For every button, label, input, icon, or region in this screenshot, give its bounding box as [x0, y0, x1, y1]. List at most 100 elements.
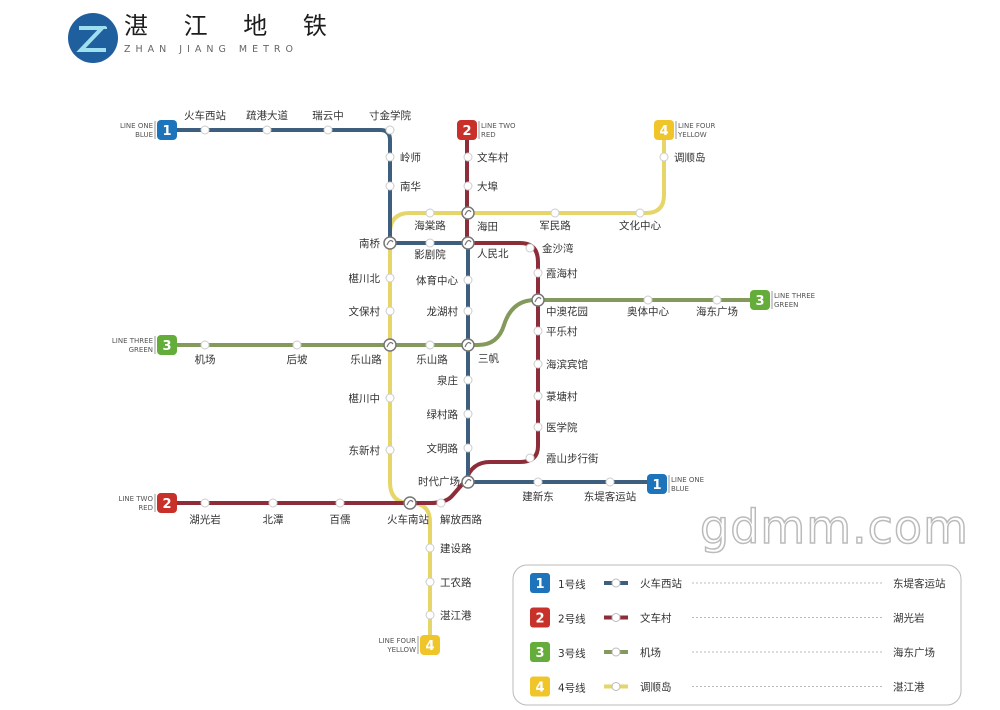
station-label: 文保村: [349, 305, 381, 318]
station[interactable]: 海滨宾馆: [533, 358, 588, 371]
interchange-icon: [461, 236, 475, 250]
station-label: 海东广场: [696, 305, 738, 318]
station[interactable]: 椹川中: [349, 392, 395, 405]
line-color-label: RED: [481, 131, 496, 139]
station[interactable]: 东堤客运站: [584, 477, 637, 503]
station[interactable]: 乐山路: [416, 340, 448, 366]
svg-text:1: 1: [535, 577, 544, 592]
station[interactable]: 霞山步行街: [525, 452, 599, 465]
station-label: 体育中心: [416, 274, 458, 287]
legend-line-name: 1号线: [558, 578, 586, 591]
station[interactable]: 东新村: [349, 444, 395, 457]
station-label: 海滨宾馆: [546, 358, 588, 371]
station-label: 时代广场: [418, 475, 460, 488]
station[interactable]: 三帆: [461, 338, 499, 365]
station[interactable]: 南华: [385, 180, 421, 193]
line-color-label: GREEN: [129, 346, 153, 354]
station-dot-icon: [200, 498, 210, 508]
line-name-label: LINE TWO: [118, 495, 153, 503]
station-label: 医学院: [546, 421, 578, 434]
station[interactable]: 文明路: [427, 442, 473, 455]
svg-text:3: 3: [755, 294, 764, 309]
station-label: 北潭: [263, 514, 284, 526]
station[interactable]: 文化中心: [619, 208, 661, 232]
station[interactable]: 人民北: [461, 236, 509, 260]
station[interactable]: 奥体中心: [627, 295, 669, 318]
station[interactable]: 建新东: [522, 477, 554, 503]
station[interactable]: 海东广场: [696, 295, 738, 318]
station-dot-icon: [533, 477, 543, 487]
station[interactable]: 菉塘村: [533, 390, 578, 403]
station[interactable]: 乐山路: [350, 338, 397, 366]
station[interactable]: 海田: [461, 206, 498, 233]
station[interactable]: 火车西站: [184, 109, 226, 135]
interchange-icon: [531, 293, 545, 307]
legend-from: 调顺岛: [640, 681, 672, 694]
station[interactable]: 文保村: [349, 305, 395, 318]
station[interactable]: 机场: [195, 340, 216, 366]
station[interactable]: 百儒: [330, 498, 351, 526]
station-label: 寸金学院: [369, 109, 411, 122]
station-label: 南桥: [359, 237, 380, 250]
station[interactable]: 大埠: [463, 180, 498, 193]
station[interactable]: 医学院: [533, 421, 578, 434]
station[interactable]: 调顺岛: [659, 151, 706, 164]
station[interactable]: 椹川北: [349, 273, 395, 285]
station[interactable]: 解放西路: [436, 498, 482, 526]
station[interactable]: 霞海村: [533, 267, 578, 280]
station-label: 建设路: [440, 542, 472, 555]
station[interactable]: 岭师: [385, 151, 421, 164]
station[interactable]: 瑞云中: [312, 109, 344, 135]
station-label: 三帆: [478, 352, 499, 365]
station[interactable]: 湛江港: [425, 610, 472, 622]
station-label: 霞山步行街: [546, 452, 599, 465]
station[interactable]: 文车村: [463, 151, 509, 164]
station-dot-icon: [659, 152, 669, 162]
station[interactable]: 后坡: [287, 340, 308, 366]
station-label: 火车南站: [387, 513, 429, 526]
station-label: 火车西站: [184, 109, 226, 122]
station-label: 调顺岛: [674, 151, 706, 164]
station[interactable]: 火车南站: [387, 496, 429, 526]
legend-line-name: 3号线: [558, 647, 586, 660]
station[interactable]: 绿村路: [427, 408, 473, 421]
station-dot-icon: [323, 125, 333, 135]
station[interactable]: 影剧院: [414, 238, 446, 261]
station[interactable]: 体育中心: [416, 274, 473, 287]
station[interactable]: 疏港大道: [246, 109, 288, 135]
svg-text:4: 4: [535, 681, 544, 696]
station-label: 椹川中: [349, 392, 381, 405]
line-color-label: RED: [138, 504, 153, 512]
station[interactable]: 北潭: [263, 498, 284, 526]
station-label: 湛江港: [440, 610, 472, 622]
station[interactable]: 平乐村: [533, 325, 578, 338]
station[interactable]: 金沙湾: [525, 242, 574, 255]
interchange-icon: [383, 338, 397, 352]
svg-text:2: 2: [162, 497, 171, 512]
legend-from: 机场: [640, 646, 661, 659]
station[interactable]: 海棠路: [414, 208, 446, 232]
station-dot-icon: [385, 306, 395, 316]
station-dot-icon: [262, 125, 272, 135]
station[interactable]: 龙湖村: [427, 305, 473, 318]
station[interactable]: 建设路: [425, 542, 472, 555]
station-dot-icon: [385, 393, 395, 403]
station[interactable]: 工农路: [425, 576, 472, 589]
station[interactable]: 南桥: [359, 236, 397, 250]
line-name-label: LINE THREE: [774, 292, 815, 300]
station[interactable]: 泉庄: [437, 374, 473, 387]
station[interactable]: 中澳花园: [531, 293, 588, 318]
station[interactable]: 时代广场: [418, 475, 475, 489]
station[interactable]: 寸金学院: [369, 109, 411, 135]
station[interactable]: 军民路: [539, 208, 571, 232]
station[interactable]: 湖光岩: [189, 498, 221, 526]
line-name-label: LINE FOUR: [379, 637, 417, 645]
station-dot-icon: [463, 275, 473, 285]
